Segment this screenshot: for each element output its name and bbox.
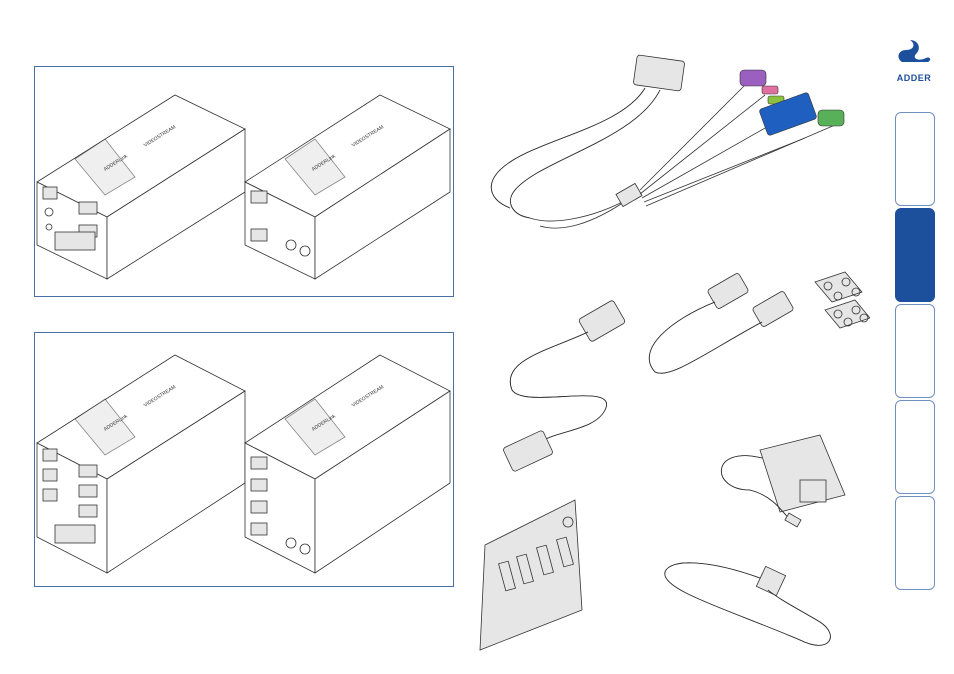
kvm-cable	[491, 55, 844, 228]
mounting-bracket	[480, 500, 582, 650]
accessories-illustration	[470, 50, 870, 670]
audio-pink-plug	[762, 86, 778, 94]
tab-3[interactable]	[895, 304, 935, 398]
power-supply	[721, 435, 845, 527]
serial-cable	[649, 272, 794, 373]
vga-cable	[503, 300, 626, 472]
receiver-unit-dual	[245, 355, 450, 573]
ps2-purple-plug	[740, 70, 766, 86]
ps2-green-plug	[818, 110, 844, 126]
product-frame-single: ADDERLink VIDEOSTREAM ADDERLink VIDEOSTR…	[34, 66, 454, 297]
tab-5[interactable]	[895, 496, 935, 590]
vga-blue-plug	[759, 92, 817, 136]
tab-4[interactable]	[895, 400, 935, 494]
rubber-feet	[815, 272, 870, 328]
tab-1[interactable]	[895, 112, 935, 206]
logo-text: ADDER	[888, 73, 940, 83]
mains-power-lead	[665, 563, 831, 646]
adder-snake-icon	[888, 36, 940, 66]
transmitter-unit	[37, 95, 245, 279]
unit-pair-illustration-1: ADDERLink VIDEOSTREAM ADDERLink VIDEOSTR…	[35, 67, 453, 296]
transmitter-unit-dual	[37, 355, 245, 573]
receiver-unit	[245, 95, 450, 279]
tab-2-active[interactable]	[895, 208, 935, 302]
product-frame-dual: ADDERLink VIDEOSTREAM ADDERLink VIDEOSTR…	[34, 332, 454, 587]
adder-logo: ADDER	[888, 36, 940, 80]
unit-pair-illustration-2: ADDERLink VIDEOSTREAM ADDERLink VIDEOSTR…	[35, 333, 453, 586]
